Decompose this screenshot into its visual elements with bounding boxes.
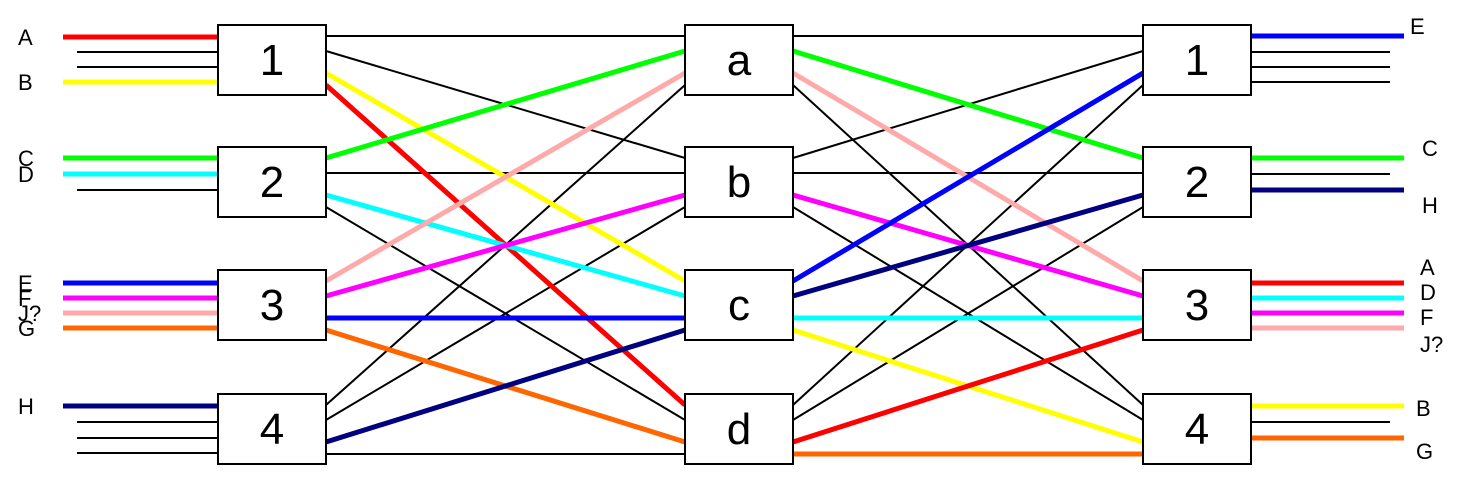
output-node-3: 3 bbox=[1142, 269, 1252, 341]
nodes-layer: 1 2 3 4 a b c d 1 2 3 4 bbox=[217, 24, 1252, 465]
middle-node-label: b bbox=[727, 158, 751, 207]
output-node-box bbox=[1142, 146, 1252, 218]
output-node-label: 1 bbox=[1185, 36, 1209, 85]
input-node-4: 4 bbox=[217, 393, 327, 465]
input-node-box bbox=[217, 146, 327, 218]
link-stage1-3-b-signal-F bbox=[325, 192, 686, 299]
output-port-label: A bbox=[1420, 255, 1435, 280]
links-layer bbox=[324, 35, 1145, 457]
input-node-box bbox=[217, 24, 327, 96]
middle-node-box bbox=[684, 269, 794, 341]
link-stage2-d-3-signal-A bbox=[792, 327, 1144, 445]
output-port-label: F bbox=[1420, 305, 1433, 330]
output-node-box bbox=[1142, 393, 1252, 465]
input-port-label: G bbox=[18, 316, 35, 341]
input-port-label: H bbox=[18, 394, 34, 419]
output-port-label: C bbox=[1422, 136, 1438, 161]
middle-node-a: a bbox=[684, 24, 794, 96]
output-node-2: 2 bbox=[1142, 146, 1252, 218]
link-stage1-2-a-signal-C bbox=[325, 48, 686, 161]
middle-node-label: a bbox=[727, 36, 752, 85]
middle-node-d: d bbox=[684, 393, 794, 465]
output-port-label: G bbox=[1416, 439, 1433, 464]
output-node-4: 4 bbox=[1142, 393, 1252, 465]
link-stage2-c-1-signal-E bbox=[791, 70, 1145, 284]
middle-node-b: b bbox=[684, 146, 794, 218]
input-node-label: 4 bbox=[260, 405, 284, 454]
input-node-box bbox=[217, 393, 327, 465]
input-port-label: C bbox=[18, 146, 34, 171]
middle-node-box bbox=[684, 393, 794, 465]
link-stage2-c-2-signal-H bbox=[792, 192, 1144, 299]
output-node-label: 4 bbox=[1185, 405, 1209, 454]
output-node-1: 1 bbox=[1142, 24, 1252, 96]
link-stage2-a-2-signal-C bbox=[792, 48, 1144, 161]
link-stage1-3-a-signal-Jq bbox=[324, 70, 687, 284]
input-node-label: 2 bbox=[260, 158, 284, 207]
output-port-label: J? bbox=[1420, 332, 1443, 357]
input-port-label: A bbox=[18, 25, 33, 50]
output-port-label: E bbox=[1410, 14, 1425, 39]
middle-node-box bbox=[684, 146, 794, 218]
input-port-label: F bbox=[18, 286, 31, 311]
output-node-label: 3 bbox=[1185, 281, 1209, 330]
input-node-label: 3 bbox=[260, 281, 284, 330]
output-node-box bbox=[1142, 24, 1252, 96]
middle-node-c: c bbox=[684, 269, 794, 341]
input-node-2: 2 bbox=[217, 146, 327, 218]
middle-node-label: d bbox=[727, 405, 751, 454]
link-stage1-4-c-signal-H bbox=[325, 327, 686, 445]
input-port-label: D bbox=[18, 162, 34, 187]
input-node-box bbox=[217, 269, 327, 341]
middle-node-label: c bbox=[728, 281, 750, 330]
input-node-3: 3 bbox=[217, 269, 327, 341]
input-node-label: 1 bbox=[260, 36, 284, 85]
ports-layer bbox=[63, 33, 1404, 454]
output-port-label: B bbox=[1416, 396, 1431, 421]
output-node-label: 2 bbox=[1185, 158, 1209, 207]
input-node-1: 1 bbox=[217, 24, 327, 96]
input-port-label: B bbox=[18, 70, 33, 95]
output-port-label: D bbox=[1420, 280, 1436, 305]
output-node-box bbox=[1142, 269, 1252, 341]
middle-node-box bbox=[684, 24, 794, 96]
link-stage1-4-b bbox=[325, 206, 686, 421]
link-stage2-d-2 bbox=[792, 206, 1144, 421]
output-port-label: H bbox=[1422, 193, 1438, 218]
input-port-label: E bbox=[18, 271, 33, 296]
input-port-label: J? bbox=[18, 301, 41, 326]
